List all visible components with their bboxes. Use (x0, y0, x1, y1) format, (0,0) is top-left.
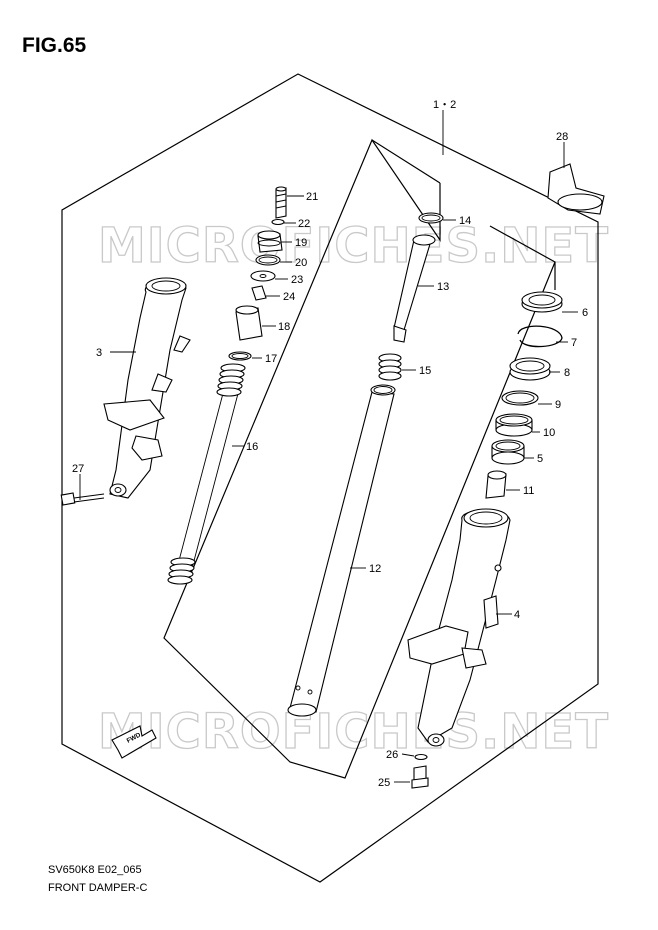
outer-tube-right (407, 508, 511, 747)
callout-7: 7 (571, 337, 577, 349)
inner-tube-12 (287, 384, 396, 717)
callout-19: 19 (295, 237, 307, 249)
callout-20: 20 (295, 257, 307, 269)
callout-21: 21 (306, 191, 318, 203)
callout-15: 15 (419, 365, 431, 377)
callout-4: 4 (514, 609, 520, 621)
forward-arrow: FWD (111, 725, 157, 759)
spring-15 (378, 353, 402, 381)
callout-11: 11 (523, 485, 534, 497)
watermark-top: MICROFICHES.NET (98, 218, 609, 274)
callout-1-2: 1・2 (433, 99, 456, 111)
o-ring-22 (271, 218, 285, 226)
callout-27: 27 (72, 463, 84, 475)
washer-9 (501, 390, 539, 406)
washer-26 (414, 753, 428, 761)
callout-8: 8 (564, 367, 570, 379)
bolt-25 (411, 765, 429, 789)
assembly-frame-outer (61, 73, 599, 883)
callout-5: 5 (537, 453, 543, 465)
washer-24 (251, 285, 267, 301)
diagram-name: FRONT DAMPER-C (48, 882, 148, 894)
callout-12: 12 (369, 563, 381, 575)
stopper-ring-7 (517, 325, 563, 348)
callout-3: 3 (96, 347, 102, 359)
leader-lines (79, 142, 578, 783)
bushing-5 (491, 439, 525, 465)
callout-24: 24 (283, 291, 295, 303)
ring-14 (418, 212, 444, 224)
figure-title: FIG.65 (22, 34, 87, 57)
diagram-code: SV650K8 E02_065 (48, 864, 142, 876)
oil-seal-8 (509, 357, 551, 381)
cap-bolt-19 (257, 230, 283, 253)
spring-16 (167, 363, 246, 585)
spacer-18 (235, 305, 263, 341)
o-ring-20 (255, 254, 281, 266)
callout-25: 25 (378, 777, 390, 789)
callout-28: 28 (556, 131, 568, 143)
outer-tube-left (103, 277, 191, 499)
callout-26: 26 (386, 749, 398, 761)
callout-6: 6 (582, 307, 588, 319)
seat-11 (485, 470, 507, 499)
callout-18: 18 (278, 321, 290, 333)
bushing-10 (495, 413, 533, 437)
callout-17: 17 (265, 353, 277, 365)
callout-labels: 1・2 3 4 5 6 7 8 9 10 11 12 13 14 15 16 1… (72, 99, 588, 789)
adjuster-21 (275, 186, 287, 219)
damper-rod-13 (393, 234, 436, 343)
callout-16: 16 (246, 441, 258, 453)
callout-14: 14 (459, 215, 471, 227)
washer-23 (250, 270, 276, 282)
cap-28 (547, 163, 605, 215)
callout-10: 10 (543, 427, 555, 439)
callout-22: 22 (298, 218, 310, 230)
o-ring-17 (228, 351, 252, 361)
inner-frame-top-edge (371, 139, 441, 184)
watermark-bottom: MICROFICHES.NET (98, 704, 609, 760)
callout-13: 13 (437, 281, 449, 293)
dust-seal-6 (521, 291, 563, 313)
callout-23: 23 (291, 274, 303, 286)
callout-9: 9 (555, 399, 561, 411)
bolt-27 (60, 492, 105, 506)
